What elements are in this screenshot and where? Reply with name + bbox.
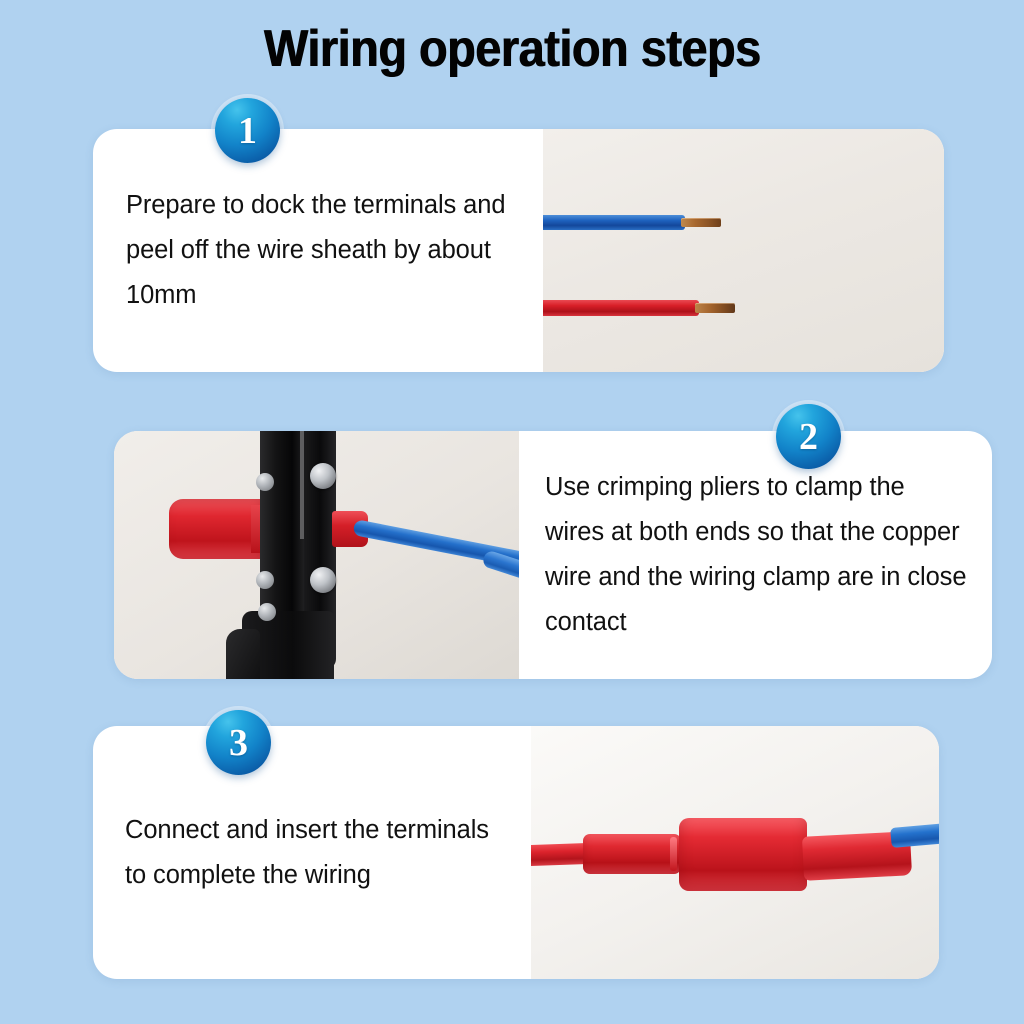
- step-card-3: Connect and insert the terminals to comp…: [93, 726, 939, 979]
- terminal-center-coupler: [679, 818, 807, 891]
- step-badge-3: 3: [206, 710, 271, 775]
- step-2-description: Use crimping pliers to clamp the wires a…: [545, 473, 967, 636]
- step-3-text-panel: Connect and insert the terminals to comp…: [93, 726, 531, 979]
- step-3-photo: [531, 726, 939, 979]
- terminal-left: [583, 834, 681, 874]
- pliers-rivet-small-bottom: [258, 603, 276, 621]
- blue-wire-stripped: [543, 215, 721, 230]
- pliers-handle-secondary: [226, 629, 260, 679]
- step-card-2: Use crimping pliers to clamp the wires a…: [114, 431, 992, 679]
- pliers-rivet-top: [310, 463, 336, 489]
- pliers-jaw-gap: [300, 431, 305, 539]
- pliers-jaw-front: [260, 431, 306, 634]
- page-title: Wiring operation steps: [263, 20, 761, 78]
- step-1-photo: [543, 129, 944, 372]
- red-terminal-large: [169, 499, 277, 559]
- photo-background: [543, 129, 944, 372]
- pliers-rivet-small-top: [256, 473, 274, 491]
- step-2-photo: [114, 431, 519, 679]
- step-1-description: Prepare to dock the terminals and peel o…: [126, 191, 506, 309]
- step-1-text-panel: Prepare to dock the terminals and peel o…: [93, 129, 543, 372]
- step-3-description: Connect and insert the terminals to comp…: [125, 815, 489, 889]
- pliers-rivet-small-mid: [256, 571, 274, 589]
- red-wire-stripped: [543, 300, 735, 316]
- step-badge-2: 2: [776, 404, 841, 469]
- step-2-text-panel: Use crimping pliers to clamp the wires a…: [519, 431, 992, 679]
- step-card-1: Prepare to dock the terminals and peel o…: [93, 129, 944, 372]
- pliers-rivet-bottom: [310, 567, 336, 593]
- step-badge-1: 1: [215, 98, 280, 163]
